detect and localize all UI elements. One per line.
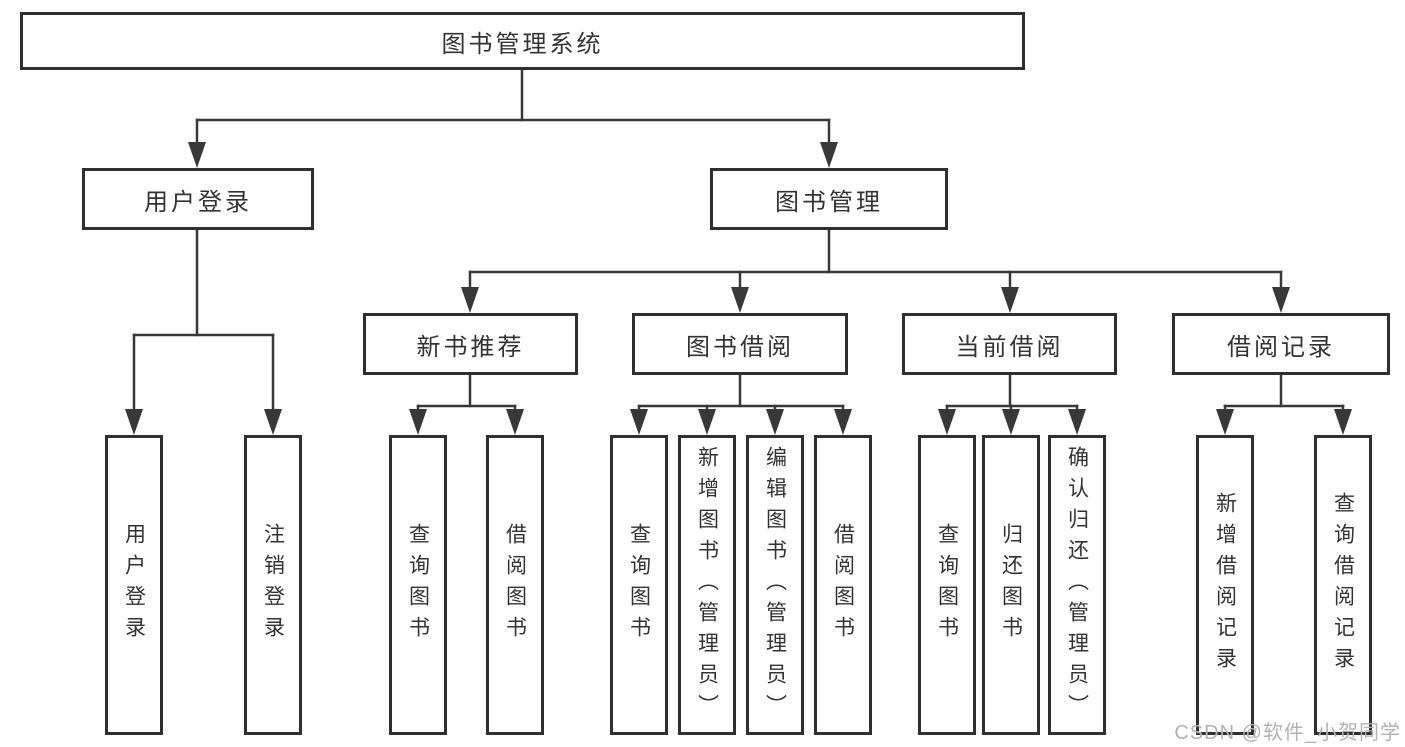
node-leaf-confirm-return-admin: 确认归还（管理员）: [1048, 435, 1106, 735]
arrowhead-icon: [1334, 409, 1352, 435]
node-label-borrowing-records: 借阅记录: [1227, 333, 1335, 361]
arrowhead-icon: [264, 409, 282, 435]
node-label-leaf-add-books-admin: 新增图书（管理员）: [695, 445, 719, 725]
node-user-login: 用户登录: [82, 168, 314, 230]
node-leaf-add-books-admin: 新增图书（管理员）: [678, 435, 736, 735]
watermark: CSDN @软件_小贺同学: [1174, 722, 1401, 744]
arrowhead-icon: [938, 409, 956, 435]
node-label-leaf-query-borrow-record: 查询借阅记录: [1331, 492, 1355, 678]
node-root: 图书管理系统: [20, 12, 1025, 70]
node-label-leaf-query-books-3: 查询图书: [935, 523, 959, 647]
node-leaf-query-books-3: 查询图书: [918, 435, 976, 735]
node-leaf-query-books-2: 查询图书: [610, 435, 668, 735]
arrowhead-icon: [820, 142, 838, 168]
node-leaf-borrow-books-2: 借阅图书: [814, 435, 872, 735]
node-label-book-management: 图书管理: [775, 188, 883, 216]
node-label-user-login: 用户登录: [144, 188, 252, 216]
arrowhead-icon: [1001, 287, 1019, 313]
node-label-leaf-logout: 注销登录: [261, 523, 285, 647]
node-label-leaf-borrow-books-2: 借阅图书: [831, 523, 855, 647]
node-new-book-recommend: 新书推荐: [363, 313, 578, 375]
node-leaf-logout: 注销登录: [244, 435, 302, 735]
arrowhead-icon: [834, 409, 852, 435]
arrowhead-icon: [1216, 409, 1234, 435]
node-label-current-borrowing: 当前借阅: [955, 333, 1064, 361]
node-leaf-edit-books-admin: 编辑图书（管理员）: [746, 435, 804, 735]
node-leaf-user-login: 用户登录: [105, 435, 163, 735]
arrowhead-icon: [731, 287, 749, 313]
node-label-root: 图书管理系统: [441, 30, 604, 58]
node-label-leaf-add-borrow-record: 新增借阅记录: [1213, 492, 1237, 678]
node-leaf-return-books: 归还图书: [982, 435, 1040, 735]
node-label-leaf-query-books-1: 查询图书: [406, 523, 430, 647]
node-book-management: 图书管理: [710, 168, 948, 230]
node-book-borrowing: 图书借阅: [632, 313, 848, 375]
node-leaf-query-books-1: 查询图书: [389, 435, 447, 735]
arrowhead-icon: [188, 142, 206, 168]
node-current-borrowing: 当前借阅: [902, 313, 1117, 375]
arrowhead-icon: [1272, 287, 1290, 313]
arrowhead-icon: [1068, 409, 1086, 435]
node-label-book-borrowing: 图书借阅: [686, 333, 794, 361]
node-label-leaf-return-books: 归还图书: [999, 523, 1023, 647]
node-label-leaf-edit-books-admin: 编辑图书（管理员）: [763, 445, 787, 725]
node-label-leaf-user-login: 用户登录: [122, 523, 146, 647]
node-leaf-add-borrow-record: 新增借阅记录: [1196, 435, 1254, 735]
node-label-leaf-query-books-2: 查询图书: [627, 523, 651, 647]
arrowhead-icon: [766, 409, 784, 435]
node-label-leaf-confirm-return-admin: 确认归还（管理员）: [1065, 445, 1089, 725]
node-label-leaf-borrow-books-1: 借阅图书: [503, 523, 527, 647]
node-leaf-query-borrow-record: 查询借阅记录: [1314, 435, 1372, 735]
arrowhead-icon: [461, 287, 479, 313]
node-leaf-borrow-books-1: 借阅图书: [486, 435, 544, 735]
arrowhead-icon: [125, 409, 143, 435]
arrowhead-icon: [1002, 409, 1020, 435]
arrowhead-icon: [630, 409, 648, 435]
arrowhead-icon: [698, 409, 716, 435]
arrowhead-icon: [506, 409, 524, 435]
node-borrowing-records: 借阅记录: [1172, 313, 1390, 375]
node-label-new-book-recommend: 新书推荐: [416, 333, 525, 361]
arrowhead-icon: [409, 409, 427, 435]
